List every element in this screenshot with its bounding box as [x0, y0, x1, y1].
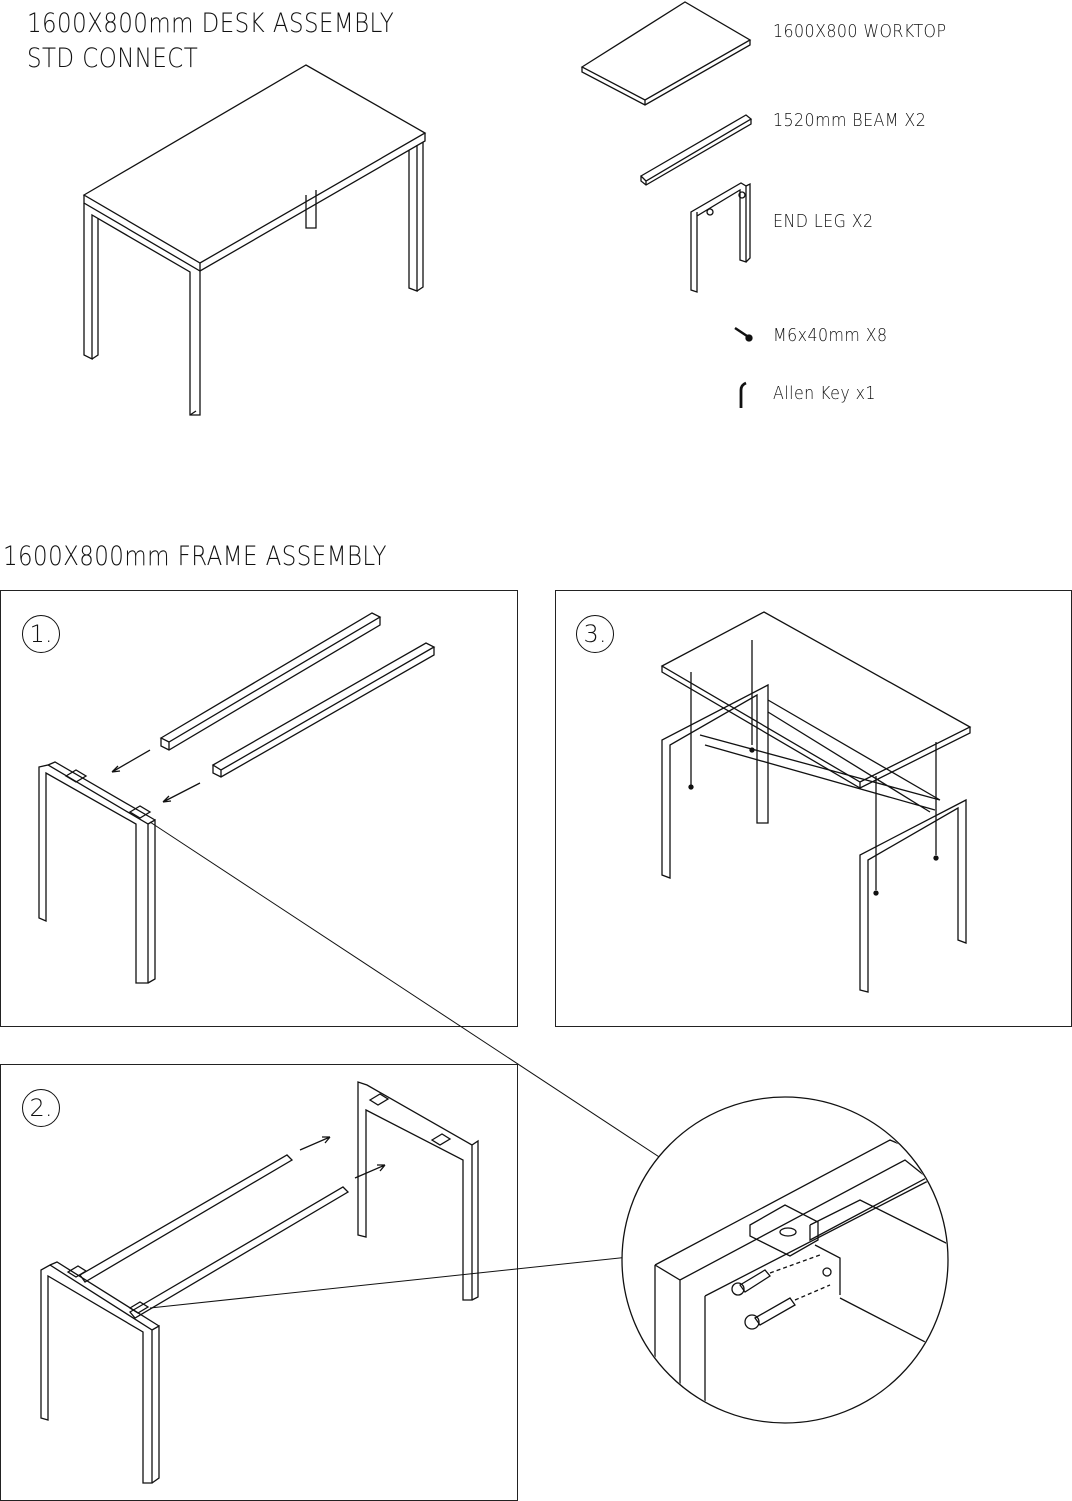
part-label-allen-key: Allen Key x1 [773, 383, 876, 404]
part-label-end-leg: END LEG X2 [773, 211, 874, 232]
beam-icon [639, 114, 753, 186]
part-label-beam: 1520mm BEAM X2 [773, 110, 927, 131]
assembled-desk-drawing [82, 64, 427, 416]
step-1-number: 1. [22, 615, 60, 653]
worktop-icon [580, 1, 752, 106]
step-3-drawing [660, 611, 972, 993]
step-1-drawing [38, 612, 436, 984]
end-leg-icon [690, 182, 751, 293]
allen-key-icon [739, 381, 747, 408]
frame-assembly-title: 1600X800mm FRAME ASSEMBLY [3, 541, 388, 572]
step-2-drawing [40, 1081, 479, 1484]
part-label-worktop: 1600X800 WORKTOP [773, 21, 947, 42]
bolt-icon [734, 326, 753, 342]
step-1-panel [0, 590, 518, 1027]
detail-view-connector [621, 1096, 949, 1424]
step-2-number: 2. [22, 1089, 60, 1127]
title-line-2: STD CONNECT [27, 43, 199, 74]
detail-leader-line-1 [149, 821, 756, 1221]
part-label-bolt: M6x40mm X8 [773, 325, 888, 346]
title-line-1: 1600X800mm DESK ASSEMBLY [27, 8, 395, 39]
step-3-number: 3. [576, 615, 614, 653]
